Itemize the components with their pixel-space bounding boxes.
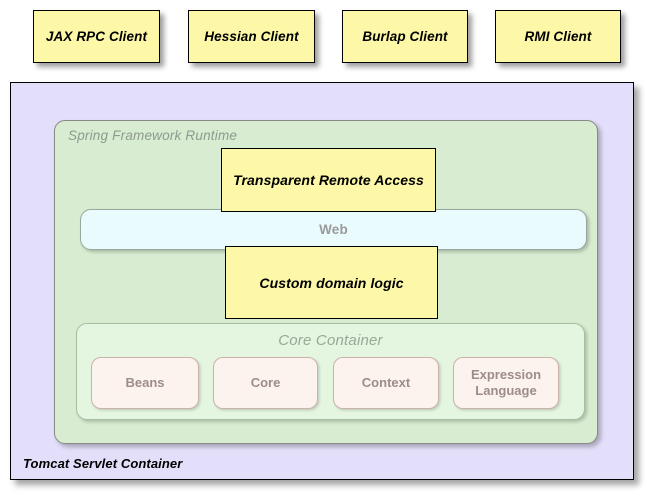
core-module-context[interactable]: Context — [333, 357, 439, 409]
web-layer-band: Web — [80, 209, 587, 250]
module-label: Expression Language — [470, 367, 542, 398]
overlay-label: Custom domain logic — [259, 274, 404, 291]
client-box-jax-rpc[interactable]: JAX RPC Client — [33, 10, 160, 63]
client-label: Burlap Client — [362, 29, 448, 44]
module-label: Beans — [125, 375, 165, 391]
core-module-beans[interactable]: Beans — [91, 357, 199, 409]
transparent-remote-access-box[interactable]: Transparent Remote Access — [221, 148, 436, 212]
core-module-expression-language[interactable]: Expression Language — [453, 357, 559, 409]
overlay-label: Transparent Remote Access — [233, 172, 424, 188]
client-box-hessian[interactable]: Hessian Client — [188, 10, 315, 63]
core-container: Core Container Beans Core Context Expres… — [76, 323, 585, 420]
tomcat-servlet-container: Tomcat Servlet Container Spring Framewor… — [10, 82, 634, 480]
client-label: RMI Client — [524, 29, 592, 44]
tomcat-container-label: Tomcat Servlet Container — [23, 456, 183, 471]
client-label: Hessian Client — [204, 29, 299, 44]
client-box-rmi[interactable]: RMI Client — [495, 10, 621, 63]
spring-runtime-label: Spring Framework Runtime — [68, 128, 238, 143]
core-module-core[interactable]: Core — [213, 357, 318, 409]
client-label: JAX RPC Client — [45, 29, 148, 44]
custom-domain-logic-box[interactable]: Custom domain logic — [225, 246, 438, 319]
module-label: Core — [250, 375, 281, 391]
client-box-burlap[interactable]: Burlap Client — [342, 10, 468, 63]
module-label: Context — [361, 375, 411, 391]
core-container-label: Core Container — [278, 332, 383, 349]
web-layer-label: Web — [319, 222, 348, 237]
